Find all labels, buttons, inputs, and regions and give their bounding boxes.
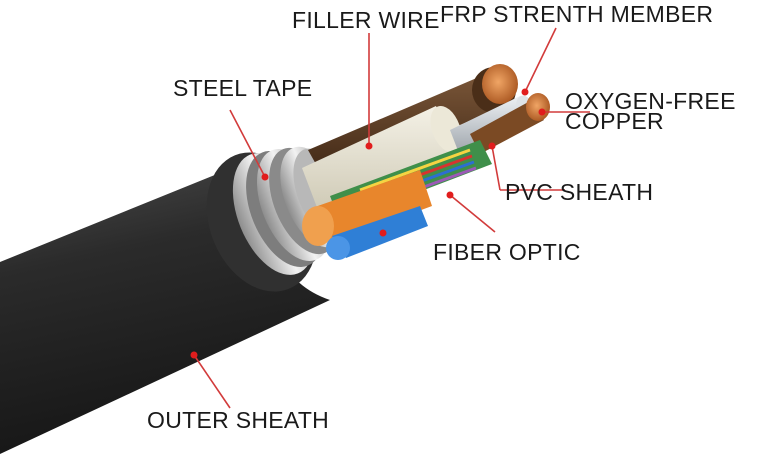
label-frp-strength-member: FRP STRENTH MEMBER — [440, 1, 714, 27]
leader-steel-tape — [229, 109, 266, 178]
label-oxygen-free-line1: OXYGEN-FREE — [565, 88, 736, 114]
label-pvc-sheath: PVC SHEATH — [505, 179, 654, 205]
filler-wire-end — [430, 105, 462, 153]
small-copper-conductor — [470, 100, 544, 154]
label-oxygen-free-line2: COPPER — [565, 108, 664, 134]
leader-outer-sheath — [193, 354, 231, 409]
label-fiber-optic: FIBER OPTIC — [433, 239, 581, 265]
label-outer-sheath: OUTER SHEATH — [147, 407, 330, 433]
leader-frp-member — [524, 27, 557, 93]
leader-pvc-sheath-diag — [491, 145, 501, 191]
leader-lines — [193, 27, 590, 409]
fiber-orange-end — [302, 206, 334, 246]
leader-dots — [190, 88, 546, 359]
copper-core-large — [482, 64, 518, 104]
filler-wire — [302, 106, 456, 210]
fiber-orange-tube — [312, 170, 432, 244]
copper-core-small — [526, 93, 550, 121]
label-filler-wire: FILLER WIRE — [292, 7, 440, 33]
fiber-blue-end — [326, 236, 350, 260]
label-steel-tape: STEEL TAPE — [173, 75, 313, 101]
leader-fiber-optic — [449, 194, 496, 233]
